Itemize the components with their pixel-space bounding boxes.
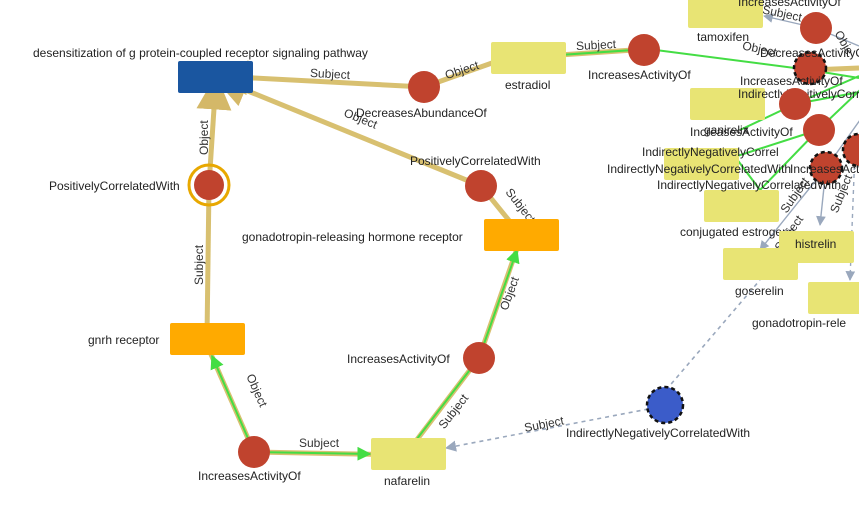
node-rc-top-label: IncreasesActivityOf <box>738 0 841 9</box>
node-indirectly-negatively-correlated[interactable] <box>645 385 685 425</box>
edge-poscorr-right-to-desensitization[interactable] <box>212 73 482 189</box>
node-positively-correlated-left-label: PositivelyCorrelatedWith <box>49 179 180 193</box>
node-ganirelix[interactable] <box>690 88 765 120</box>
node-conjugated-estrogens-label: conjugated estrogens <box>680 225 795 239</box>
edge-gnrh-receptor-to-poscorr-left[interactable] <box>204 184 212 338</box>
node-positively-correlated-right-label: PositivelyCorrelatedWith <box>410 154 541 168</box>
edge-poscorr-left-to-desensitization[interactable] <box>196 74 232 186</box>
node-increases-activity-top-label: IncreasesActivityOf <box>588 68 691 82</box>
node-rc-dashed[interactable] <box>808 150 844 186</box>
node-rc-increases-1-label: IncreasesActivityOf <box>740 74 843 88</box>
edge-label-object-estradiol: Object <box>443 58 481 82</box>
node-increases-activity-middle-label: IncreasesActivityOf <box>347 352 450 366</box>
node-goserelin-label: goserelin <box>735 284 784 298</box>
node-rc-top[interactable] <box>800 12 832 44</box>
node-rc-increases-3-label: IncreasesActiv <box>790 162 859 176</box>
edge-label-object-gnrh-receptor: Object <box>243 372 270 410</box>
node-nafarelin[interactable] <box>371 438 446 470</box>
node-decreases-abundance-of-label: DecreasesAbundanceOf <box>356 106 487 120</box>
node-rc-indneg-1-label: IndirectlyNegativelyCorrel <box>642 145 779 159</box>
node-nafarelin-label: nafarelin <box>384 474 430 488</box>
node-rc-dashed-edge[interactable] <box>841 132 859 168</box>
node-conjugated-estrogens[interactable] <box>704 190 779 222</box>
edge-label-subject-nafarelin: Subject <box>299 436 340 450</box>
node-rc-increases-2-label: IncreasesActivityOf <box>690 125 793 139</box>
node-gnrh-hormone-receptor[interactable] <box>484 219 559 251</box>
node-desensitization-label: desensitization of g protein-coupled rec… <box>33 46 368 60</box>
node-ganirelix-label: ganirelix <box>704 123 749 137</box>
node-gonadotropin-rele[interactable] <box>808 282 859 314</box>
node-gnrh-hormone-receptor-label: gonadotropin-releasing hormone receptor <box>242 230 463 244</box>
edge-label-subject-gnrh-receptor: Subject <box>192 244 206 285</box>
node-tamoxifen-label: tamoxifen <box>697 30 749 44</box>
edge-indirect-neg-to-goserelin[interactable] <box>665 279 761 391</box>
node-rc-decreases[interactable] <box>792 50 828 86</box>
node-desensitization[interactable] <box>178 61 253 93</box>
node-estradiol[interactable] <box>491 42 566 74</box>
edge-indirect-neg-to-nafarelin[interactable] <box>444 405 665 452</box>
edge-label-object-poscorr-left: Object <box>197 120 211 155</box>
node-increases-activity-bottom[interactable] <box>238 436 270 468</box>
node-rc-indneg-2-label: IndirectlyNegativelyCorrelatedWith <box>607 162 791 176</box>
relation-nodes: DecreasesAbundanceOf PositivelyCorrelate… <box>49 0 859 483</box>
node-increases-activity-bottom-label: IncreasesActivityOf <box>198 469 301 483</box>
node-rc-decreases-label: DecreasesActivityOf <box>760 46 859 60</box>
node-positively-correlated-right[interactable] <box>465 170 497 202</box>
node-gonadotropin-rele-label: gonadotropin-rele <box>752 316 846 330</box>
node-increases-activity-middle[interactable] <box>463 342 495 374</box>
edge-label-subject-indirect-neg: Subject <box>523 413 566 435</box>
node-positively-correlated-left-ring <box>187 163 231 207</box>
node-indirectly-negatively-correlated-label: IndirectlyNegativelyCorrelatedWith <box>566 426 750 440</box>
node-positively-correlated-left[interactable] <box>194 170 224 200</box>
node-goserelin[interactable] <box>723 248 798 280</box>
edge-label-subject-desensitization: Subject <box>310 66 351 82</box>
node-histrelin-label: histrelin <box>795 237 836 251</box>
node-increases-activity-top[interactable] <box>628 34 660 66</box>
node-gnrh-receptor-label: gnrh receptor <box>88 333 159 347</box>
entity-nodes: desensitization of g protein-coupled rec… <box>33 0 859 488</box>
edge-label-subject-estradiol: Subject <box>576 37 617 53</box>
node-rc-ring[interactable] <box>779 88 811 120</box>
node-rc-indneg-3-label: IndirectlyNegativelyCorrelatedWith <box>657 178 841 192</box>
node-decreases-abundance-of[interactable] <box>408 71 440 103</box>
node-gnrh-receptor[interactable] <box>170 323 245 355</box>
node-rc-a[interactable] <box>803 114 835 146</box>
node-cluster-mid[interactable] <box>664 148 739 180</box>
node-estradiol-label: estradiol <box>505 78 550 92</box>
node-tamoxifen[interactable] <box>688 0 763 28</box>
